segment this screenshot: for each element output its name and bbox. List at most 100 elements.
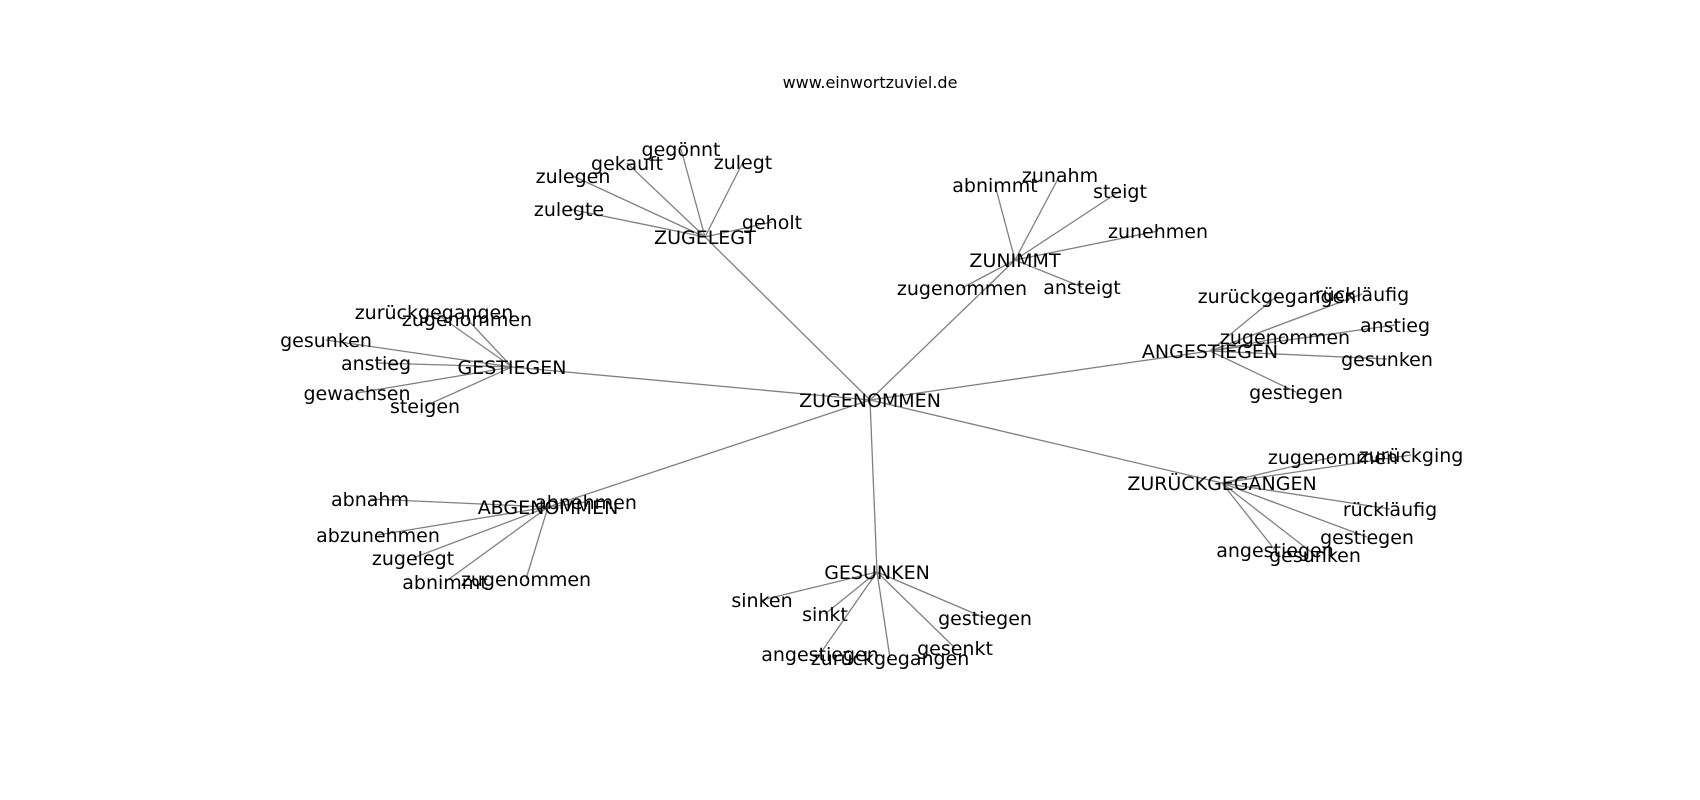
edge-n3-c5 (356, 366, 513, 394)
edge-n2-b3 (1014, 190, 1121, 261)
hub-node-label-n3: GESTIEGEN (458, 357, 567, 379)
leaf-node-label-g5: angestiegen (1216, 540, 1334, 562)
edge-n5-e6 (525, 506, 549, 580)
leaf-node-label-b3: steigt (1093, 181, 1147, 203)
edge-n1-a2 (626, 162, 706, 238)
edge-n4-d2 (1209, 293, 1363, 352)
labels-layer: ZUGENOMMEN ZUGELEGT ZUNIMMT GESTIEGEN ANGEST… (280, 139, 1463, 670)
leaf-node-label-f2: sinkt (802, 604, 848, 626)
edge-n2-b5 (961, 259, 1016, 289)
hub-node-label-n6: GESUNKEN (824, 562, 930, 584)
leaf-node-label-b1: abnimmt (952, 175, 1038, 197)
edge-n6-f3 (876, 571, 986, 619)
edge-n6-f5 (876, 571, 891, 659)
leaf-node-label-c1: zurückgegangen (355, 302, 514, 324)
edge-n1-a4 (572, 175, 706, 238)
leaf-node-label-f1: sinken (731, 590, 792, 612)
edge-n4-d1 (1209, 295, 1278, 352)
edge-n0-n3 (511, 366, 871, 401)
edge-n1-a5 (568, 208, 706, 238)
edge-n5-e2 (547, 501, 587, 508)
edge-n6-f2 (824, 571, 878, 615)
edge-n0-n7 (869, 399, 1223, 484)
edge-n6-f4 (819, 571, 878, 655)
leaf-node-label-c6: steigen (390, 396, 460, 418)
edge-n5-e3 (377, 506, 549, 536)
leaf-node-label-c2: zugenommen (402, 309, 532, 331)
edge-n4-d4 (1209, 324, 1396, 352)
leaf-node-label-a1: gegönnt (642, 139, 721, 161)
leaf-node-label-f3: gestiegen (938, 608, 1032, 630)
leaf-node-label-a6: geholt (742, 212, 802, 234)
edge-n2-b2 (1014, 174, 1061, 261)
edge-n5-e1 (369, 498, 549, 508)
edge-n0-n4 (869, 350, 1211, 401)
leaf-node-label-a5: zulegte (534, 199, 604, 221)
edge-n4-d6 (1209, 350, 1297, 393)
leaf-node-label-b6: ansteigt (1043, 277, 1121, 299)
edge-n3-c6 (424, 366, 513, 407)
edge-n3-c2 (466, 318, 513, 368)
leaf-node-label-e3: abzunehmen (316, 525, 440, 547)
leaf-node-label-g3: rückläufig (1343, 499, 1437, 521)
edge-n2-b1 (994, 184, 1016, 261)
hub-node-label-n5: ABGENOMMEN (478, 497, 619, 519)
leaf-node-label-d3: zugenommen (1220, 327, 1350, 349)
edge-n7-g3 (1221, 482, 1391, 510)
leaf-node-label-a3: zulegt (714, 152, 773, 174)
leaf-node-label-e2: abnehmen (535, 492, 637, 514)
edge-n0-n2 (869, 259, 1016, 401)
leaf-node-label-e1: abnahm (331, 489, 409, 511)
leaf-node-label-d6: gestiegen (1249, 382, 1343, 404)
leaf-node-label-e4: zugelegt (372, 548, 454, 570)
edge-n6-f6 (876, 571, 956, 649)
leaf-node-label-g6: gesunken (1269, 545, 1361, 567)
leaf-node-label-d2: rückläufig (1315, 284, 1409, 306)
leaf-node-label-e6: zugenommen (461, 569, 591, 591)
leaf-node-label-c4: anstieg (341, 353, 411, 375)
edge-n7-g6 (1221, 482, 1316, 556)
edge-n0-n5 (547, 399, 871, 508)
edge-n2-b6 (1014, 259, 1083, 288)
leaf-node-label-f5: zurückgegangen (811, 648, 970, 670)
leaf-node-label-a4: zulegen (536, 166, 611, 188)
edge-n7-g2 (1221, 454, 1412, 484)
edge-n5-e5 (444, 506, 549, 583)
leaf-node-label-d4: anstieg (1360, 315, 1430, 337)
edge-n3-c4 (375, 362, 513, 368)
site-url: www.einwortzuviel.de (783, 73, 958, 92)
edges-layer (325, 148, 1412, 659)
leaf-node-label-g2: zurückging (1359, 445, 1464, 467)
edge-n6-f1 (761, 571, 878, 601)
leaf-node-label-c5: gewachsen (303, 383, 410, 405)
leaf-node-label-e5: abnimmt (402, 572, 488, 594)
edge-n0-n1 (704, 236, 871, 401)
edge-n7-g1 (1221, 456, 1334, 484)
center-node-label-n0: ZUGENOMMEN (799, 390, 941, 412)
edge-n1-a3 (704, 161, 744, 238)
leaf-node-label-d5: gesunken (1341, 349, 1433, 371)
edge-n2-b4 (1014, 230, 1159, 261)
leaf-node-label-b2: zunahm (1022, 165, 1098, 187)
edge-n0-n6 (869, 399, 878, 573)
edge-n4-d5 (1209, 350, 1388, 360)
leaf-node-label-g4: gestiegen (1320, 527, 1414, 549)
edge-n5-e4 (412, 506, 549, 559)
leaf-node-label-c3: gesunken (280, 330, 372, 352)
leaf-node-label-d1: zurückgegangen (1198, 286, 1357, 308)
hub-node-label-n1: ZUGELEGT (654, 227, 756, 249)
leaf-node-label-b4: zunehmen (1108, 221, 1208, 243)
leaf-node-label-f4: angestiegen (761, 644, 879, 666)
edge-n3-c3 (325, 339, 513, 368)
hub-node-label-n4: ANGESTIEGEN (1142, 341, 1278, 363)
edge-n1-a6 (704, 221, 773, 238)
edge-n7-g4 (1221, 482, 1368, 538)
leaf-node-label-f6: gesenkt (917, 638, 993, 660)
edge-n1-a1 (680, 148, 706, 238)
leaf-node-label-a2: gekauft (591, 153, 663, 175)
edge-n7-g5 (1221, 482, 1276, 551)
hub-node-label-n2: ZUNIMMT (969, 250, 1061, 272)
hub-node-label-n7: ZURÜCKGEGANGEN (1127, 472, 1316, 495)
